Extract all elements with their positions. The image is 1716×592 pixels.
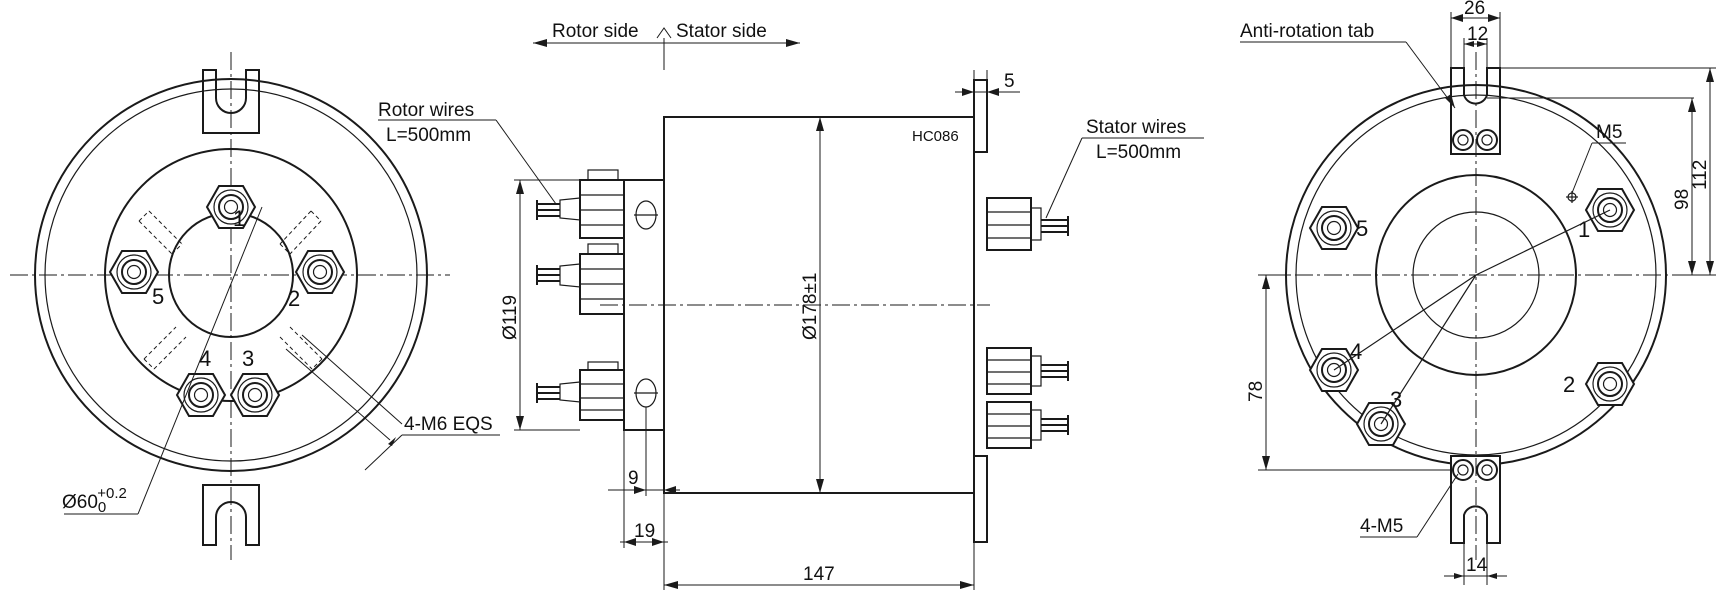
stator-side-label: Stator side — [676, 21, 767, 42]
dim-78-label: 78 — [1246, 381, 1267, 402]
m6-thread-label: 4-M6 EQS — [404, 414, 493, 435]
rotor-gland-middle — [536, 243, 625, 315]
left-port-3 — [230, 373, 280, 417]
m5-label: M5 — [1596, 122, 1622, 143]
left-port-label-4: 4 — [199, 346, 211, 371]
right-port-label-2: 2 — [1563, 372, 1575, 397]
left-port-label-5: 5 — [152, 284, 164, 309]
dim-5-label: 5 — [1004, 71, 1015, 92]
stator-gland-top — [986, 197, 1069, 251]
right-port-5 — [1309, 206, 1359, 250]
side-view: Rotor side Stator side HC086 — [378, 21, 1204, 590]
left-port-1 — [206, 185, 256, 229]
anti-rotation-tab-label: Anti-rotation tab — [1240, 21, 1374, 42]
right-port-label-1: 1 — [1578, 217, 1590, 242]
dim-9-label: 9 — [628, 468, 639, 489]
dim-26-label: 26 — [1464, 0, 1485, 19]
bottom-anti-rotation-plate — [973, 455, 988, 543]
left-port-5 — [109, 250, 159, 294]
left-bottom-tab — [202, 484, 260, 546]
rotor-gland-top — [536, 169, 625, 239]
stator-wires-length: L=500mm — [1096, 142, 1181, 163]
bore-diameter-label: Ø600+0.2 — [62, 485, 127, 516]
left-port-label-3: 3 — [242, 346, 254, 371]
dim-119-label: Ø119 — [500, 295, 521, 340]
rotor-wires-length: L=500mm — [386, 125, 471, 146]
model-label: HC086 — [912, 128, 959, 145]
rotor-gland-bottom — [536, 361, 625, 421]
dim-112-label: 112 — [1690, 160, 1711, 190]
dim-178-label: Ø178±1 — [800, 273, 821, 340]
dim-12-label: 12 — [1467, 24, 1488, 45]
stator-wires-label: Stator wires — [1086, 117, 1186, 138]
rotor-side-label: Rotor side — [552, 21, 639, 42]
right-port-label-5: 5 — [1356, 216, 1368, 241]
left-top-tab — [202, 69, 260, 134]
right-port-2 — [1585, 362, 1635, 406]
dim-19-label: 19 — [634, 521, 655, 542]
left-end-view: 1 2 3 4 5 Ø600+0.2 4-M6 EQS — [10, 52, 500, 560]
stator-gland-bottom — [986, 401, 1069, 449]
dim-98-label: 98 — [1672, 189, 1693, 210]
right-end-view: 1 2 3 4 5 M5 Anti-rotation tab 26 12 — [1240, 0, 1716, 585]
dim-147-label: 147 — [803, 564, 835, 585]
top-anti-rotation-plate — [973, 79, 988, 153]
m5-four-label: 4-M5 — [1360, 516, 1403, 537]
left-port-label-2: 2 — [288, 286, 300, 311]
left-port-4 — [176, 373, 226, 417]
left-port-label-1: 1 — [233, 206, 245, 231]
stator-gland-mid — [986, 347, 1069, 395]
dim-14-label: 14 — [1466, 555, 1488, 576]
rotor-wires-label: Rotor wires — [378, 100, 474, 121]
right-port-label-4: 4 — [1350, 339, 1362, 364]
left-port-2 — [295, 250, 345, 294]
